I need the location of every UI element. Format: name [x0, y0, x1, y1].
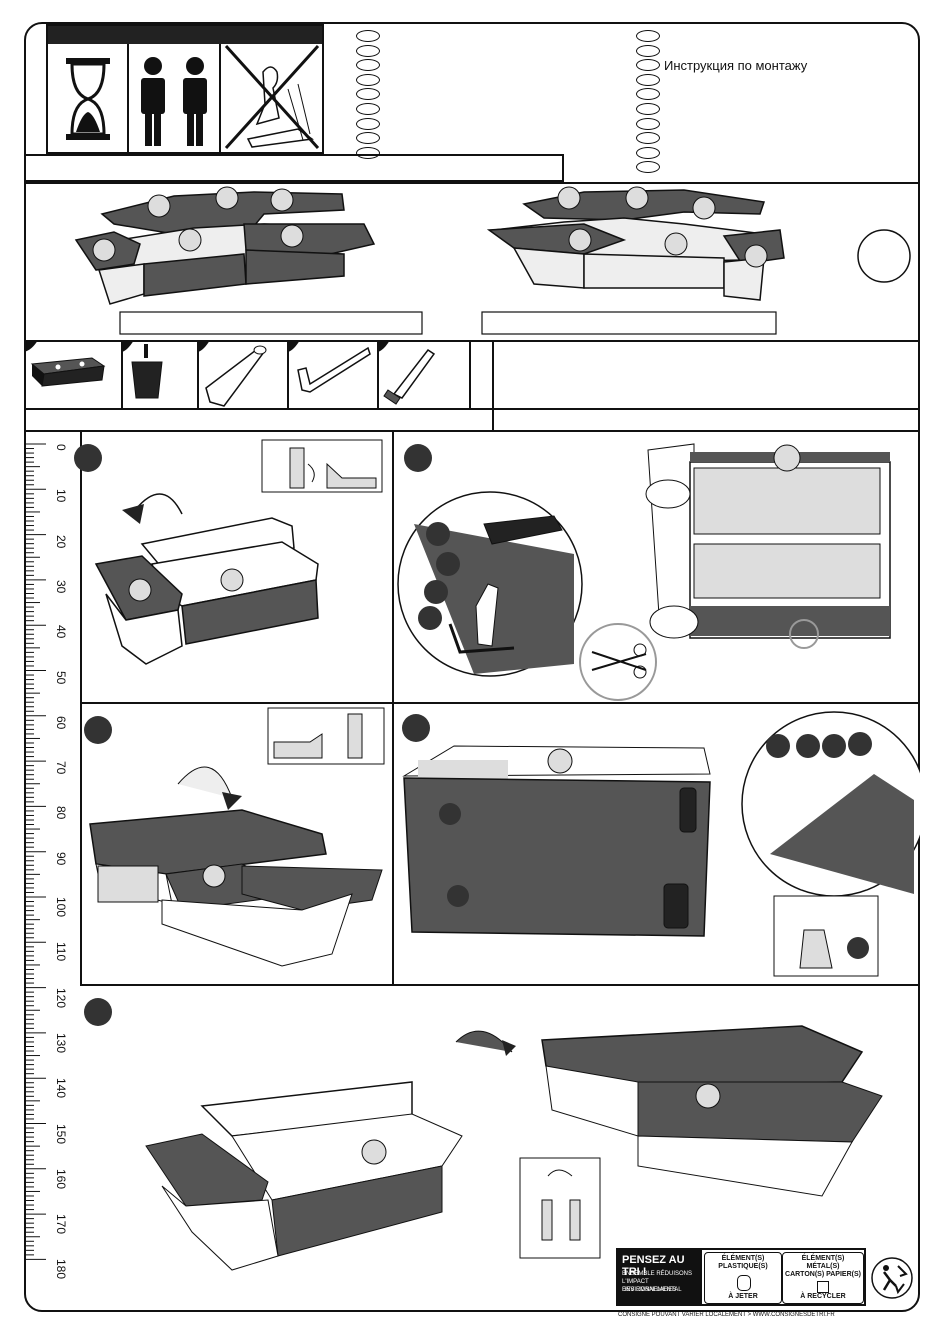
metal-label-1: ÉLÉMENT(S) [801, 1255, 845, 1262]
triman-recycle-icon [871, 1257, 913, 1299]
icon-panel-header [48, 26, 322, 44]
plastic-label-1: ÉLÉMENT(S) [721, 1255, 765, 1262]
bracket-part-icon [30, 357, 106, 387]
ruler-label: 50 [54, 670, 68, 684]
ruler-label: 20 [54, 534, 68, 548]
ruler-label: 140 [54, 1078, 68, 1099]
divider [24, 182, 920, 184]
ruler-label: 100 [54, 897, 68, 918]
page-frame [24, 22, 920, 1312]
sofa-config-right [486, 186, 785, 301]
step-5-illustration [145, 1025, 883, 1271]
header-caption-box [24, 154, 564, 182]
two-persons-icon [141, 57, 207, 146]
recycle-bin-icon [817, 1281, 829, 1293]
divider [80, 984, 920, 986]
ruler-label: 120 [54, 987, 68, 1008]
no-single-person-icon [224, 44, 320, 150]
ruler-label: 80 [54, 806, 68, 820]
ruler-label: 70 [54, 761, 68, 775]
step-4-illustration [402, 711, 920, 977]
recycling-headline-box: PENSEZ AU TRI ! ENSEMBLE RÉDUISONS L'IMP… [618, 1250, 702, 1304]
plastic-bottle-icon [737, 1275, 751, 1291]
recycling-subtext-2: L'IMPACT ENVIRONNEMENTAL [622, 1279, 682, 1293]
ruler-label: 40 [54, 625, 68, 639]
ruler-label: 90 [54, 851, 68, 866]
step-4-marker [402, 714, 430, 742]
hardware-parts [24, 340, 471, 408]
recycling-footer: CONSIGNE POUVANT VARIER LOCALEMENT > WWW… [618, 1312, 835, 1318]
step-1-marker [74, 444, 102, 472]
sofa-config-left [74, 186, 376, 305]
measure-ruler [24, 443, 46, 1260]
ruler-label: 60 [54, 715, 68, 730]
ruler-label: 0 [54, 444, 68, 451]
leg-part-icon [205, 345, 267, 407]
step-2-marker [404, 444, 432, 472]
document-title: Инструкция по монтажу [664, 58, 808, 73]
divider [24, 430, 920, 432]
reference-circle [857, 229, 911, 283]
metal-action: À RECYCLER [800, 1293, 846, 1300]
bolt-part-icon [383, 348, 436, 405]
divider [80, 432, 82, 984]
icon-panel [46, 24, 324, 154]
metal-label-3: CARTON(S) PAPIER(S) [785, 1271, 861, 1278]
ruler-label: 180 [54, 1259, 68, 1280]
ruler-label: 170 [54, 1214, 68, 1235]
step-1-illustration [94, 439, 383, 665]
recycling-subtext-3: DES EMBALLAGES [622, 1287, 677, 1293]
metal-label-2: MÉTAL(S) [806, 1263, 840, 1270]
step-5-marker [84, 998, 112, 1026]
ruler-label: 110 [54, 942, 68, 962]
ruler-label: 30 [54, 579, 68, 594]
recycling-headline: PENSEZ AU TRI ! [622, 1254, 685, 1278]
step-2-illustration [397, 443, 891, 701]
metal-element-box: ÉLÉMENT(S) MÉTAL(S) CARTON(S) PAPIER(S) … [782, 1252, 864, 1304]
plastic-action: À JETER [728, 1293, 758, 1300]
ruler-label: 150 [54, 1123, 68, 1144]
plastic-label-2: PLASTIQUE(S) [718, 1263, 768, 1270]
foot-part-icon [131, 344, 163, 399]
plastic-element-box: ÉLÉMENT(S) PLASTIQUE(S) À JETER [704, 1252, 782, 1304]
sofa-configurations [74, 186, 911, 335]
divider [24, 408, 920, 410]
step-3-illustration [89, 707, 385, 967]
recycling-subtext-1: ENSEMBLE RÉDUISONS [622, 1271, 693, 1277]
hourglass-icon [66, 44, 320, 152]
language-list-right [636, 30, 660, 176]
step-3-marker [84, 716, 112, 744]
language-list-left [356, 30, 380, 161]
recycling-label: PENSEZ AU TRI ! ENSEMBLE RÉDUISONS L'IMP… [616, 1248, 866, 1306]
divider [80, 702, 920, 704]
divider [392, 432, 394, 984]
ruler-label: 130 [54, 1032, 68, 1053]
allen-key-icon [297, 346, 371, 393]
ruler-label: 10 [54, 489, 68, 503]
ruler-label: 160 [54, 1168, 68, 1189]
